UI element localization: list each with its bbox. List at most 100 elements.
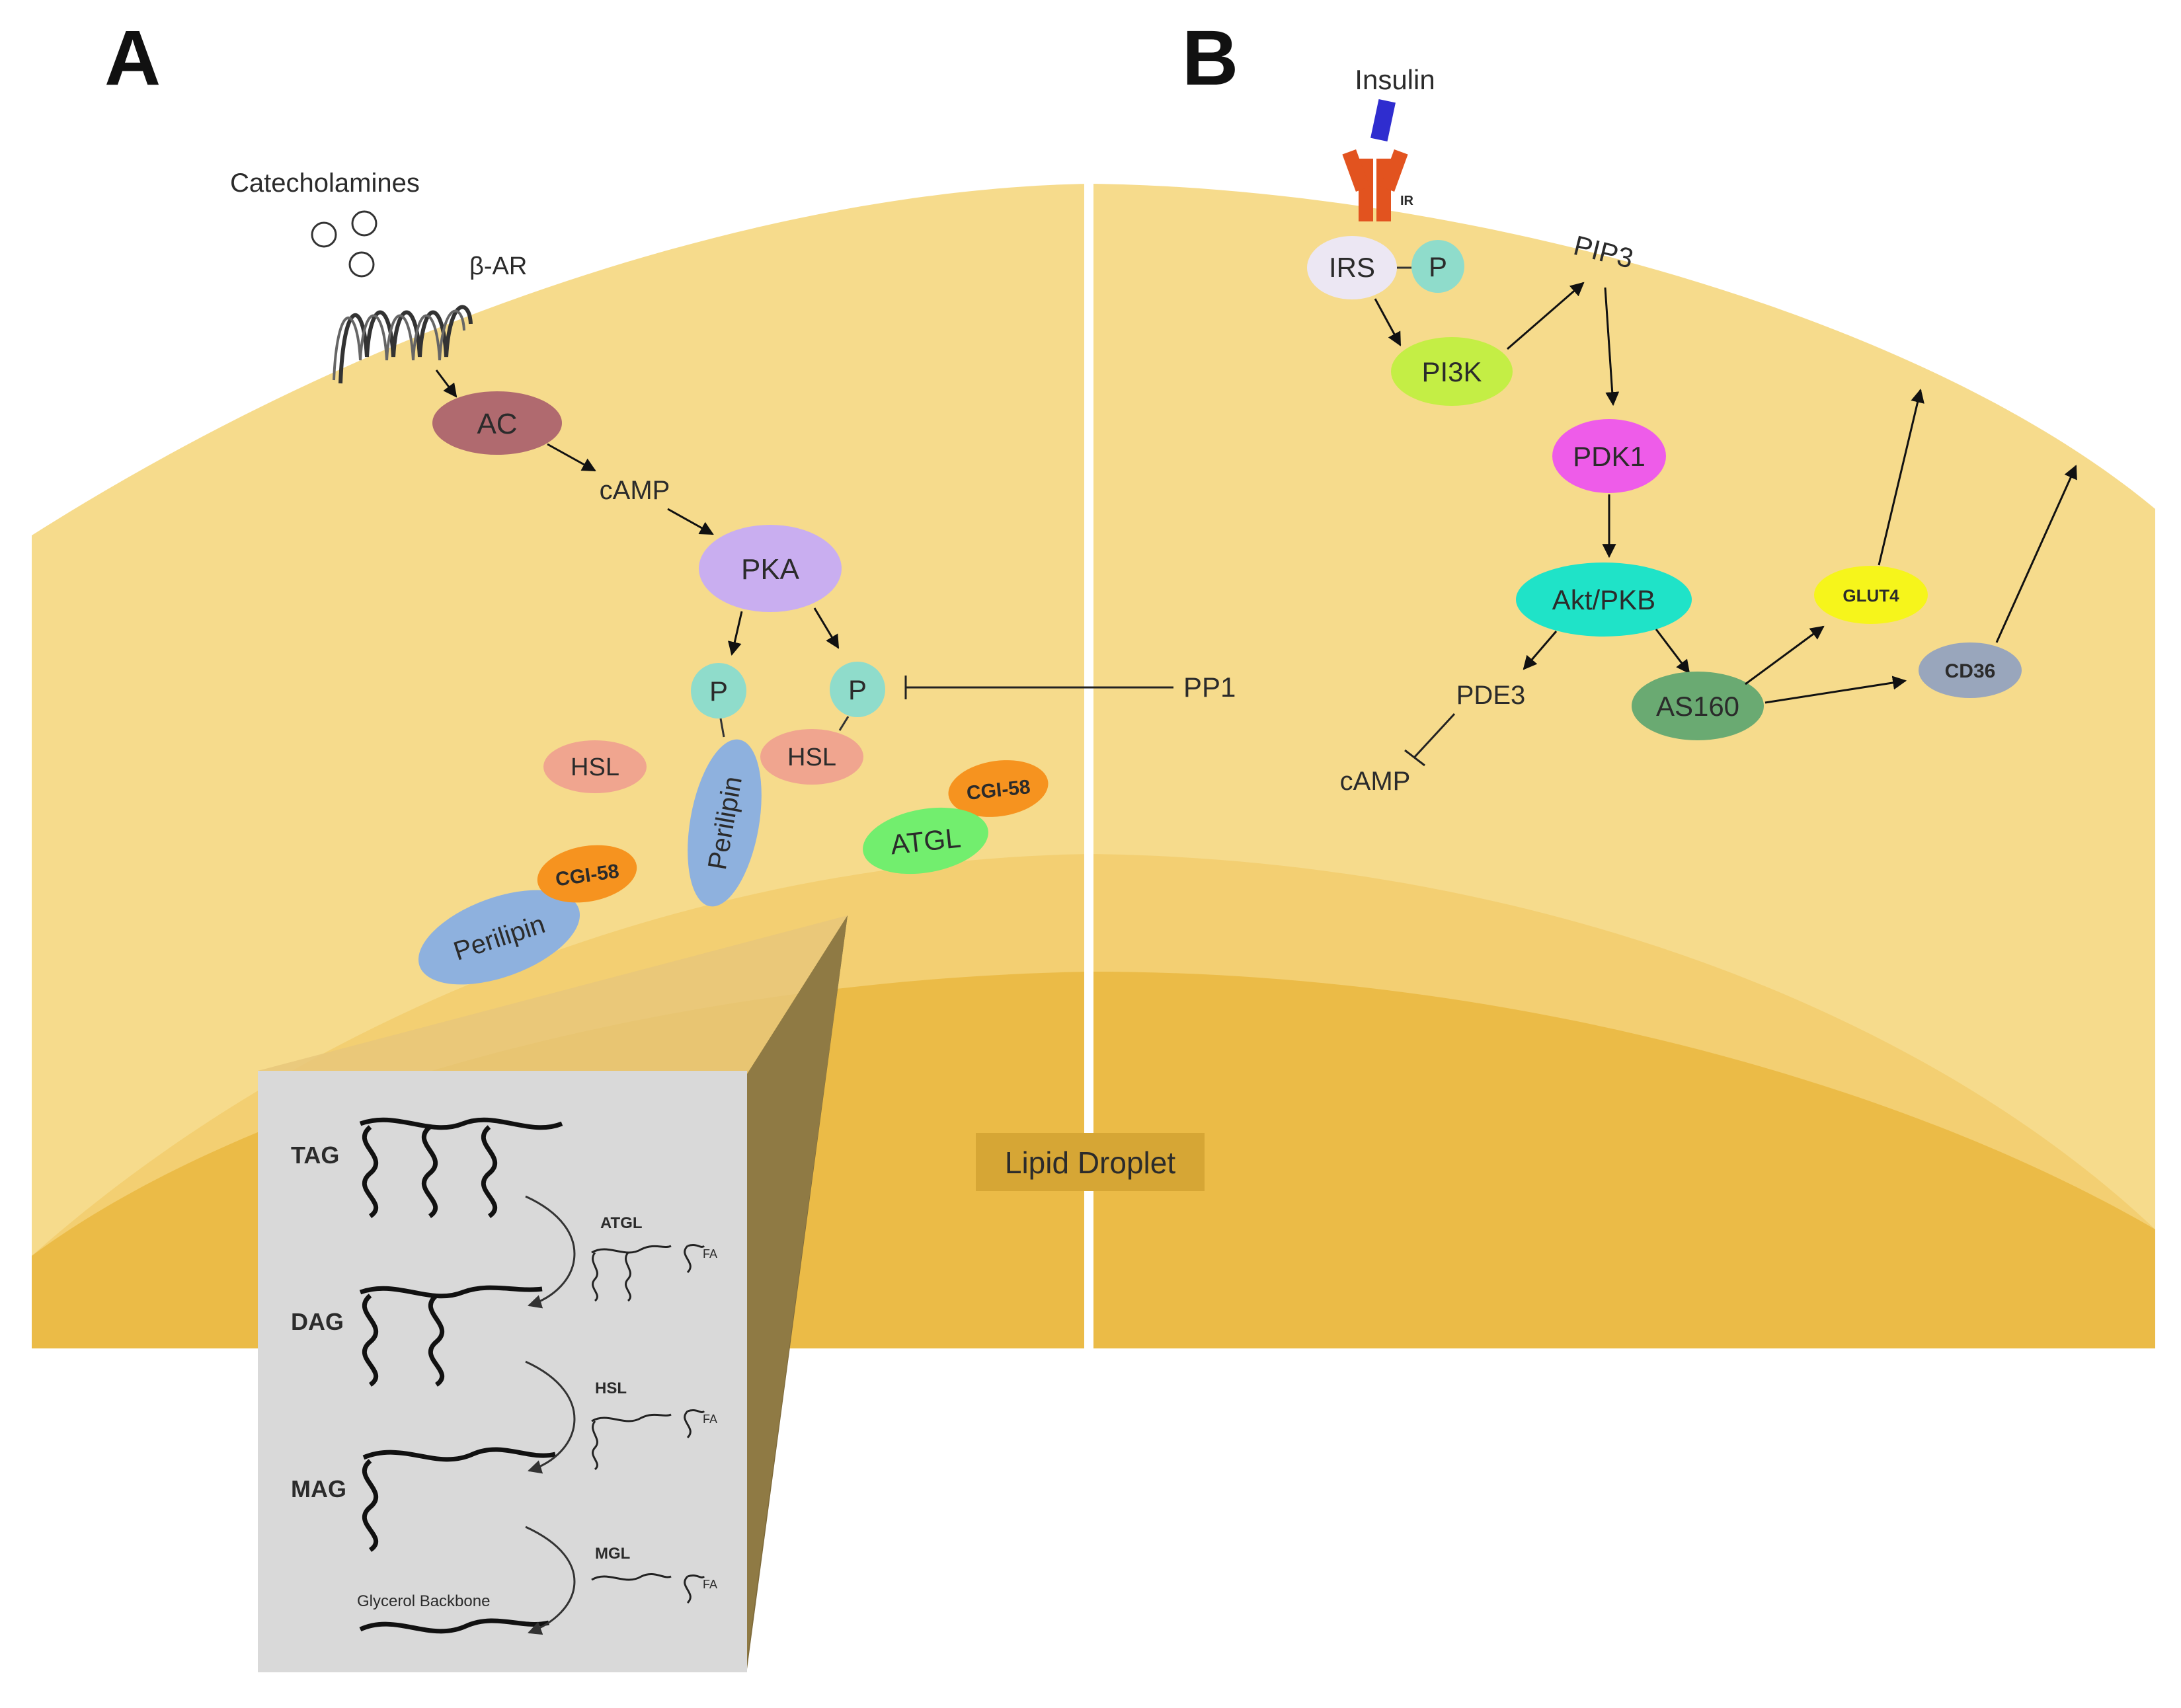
pde3-label: PDE3 xyxy=(1456,681,1526,710)
akt-label: Akt/PKB xyxy=(1552,584,1655,615)
catecholamines-label: Catecholamines xyxy=(230,169,420,198)
camp-label: cAMP xyxy=(600,476,670,505)
pde3-inhibition-bar xyxy=(1404,749,1425,767)
arrow-mag-glycerol xyxy=(525,1526,576,1635)
arrow-cd36-membrane xyxy=(1995,465,2077,643)
glut4-label: GLUT4 xyxy=(1843,586,1899,605)
panel-b: Insulin IR IRS P PI3K PIP3 PDK1 Akt/PKB … xyxy=(1307,64,2077,796)
ac-label: AC xyxy=(477,408,517,440)
panel-a: Catecholamines β-AR AC cAMP PKA P P PP1 … xyxy=(230,169,1236,985)
insulin-receptor-icon xyxy=(1342,149,1408,221)
hsl-label-free: HSL xyxy=(571,754,619,781)
p-perilipin-link xyxy=(719,718,725,738)
arrow-pip3-pdk1 xyxy=(1604,287,1620,407)
zoom-cone-light xyxy=(258,915,848,1074)
pdk1-label: PDK1 xyxy=(1573,441,1646,472)
as160-node xyxy=(1632,672,1764,740)
mgl-product xyxy=(591,1572,672,1581)
phospho-node-perilipin xyxy=(691,663,746,718)
atgl-node xyxy=(863,807,988,874)
panel-label-a: A xyxy=(104,15,161,102)
hsl-node-phospho xyxy=(760,729,863,785)
arrow-tag-dag xyxy=(525,1195,576,1309)
inset-hsl-label: HSL xyxy=(595,1379,627,1397)
mag-molecule xyxy=(362,1447,556,1552)
glycerol-molecule xyxy=(359,1618,549,1634)
ir-label: IR xyxy=(1400,194,1414,208)
arrow-bar-ac xyxy=(435,369,457,398)
arrow-pka-p2 xyxy=(813,607,840,649)
lipid-droplet-tag: Lipid Droplet xyxy=(976,1133,1205,1191)
atgl-product xyxy=(591,1245,672,1302)
beta-ar-receptor-icon-shadow xyxy=(333,309,465,381)
pi3k-node xyxy=(1391,337,1513,406)
fa-label-1: FA xyxy=(703,1247,717,1261)
insulin-molecule-icon xyxy=(1370,98,1396,142)
hsl-label-phospho: HSL xyxy=(787,744,836,771)
pde3-inhibition-line xyxy=(1413,713,1456,758)
phospho-node-hsl xyxy=(830,662,885,717)
fa-label-2: FA xyxy=(703,1413,717,1426)
arrow-ac-camp xyxy=(547,443,596,472)
panel-label-b: B xyxy=(1182,15,1238,102)
cgi58-node-right xyxy=(948,760,1049,817)
pp1-label: PP1 xyxy=(1183,672,1236,703)
pdk1-node xyxy=(1552,419,1666,493)
glycerol-label: Glycerol Backbone xyxy=(357,1592,490,1610)
arrow-camp-pka xyxy=(667,508,714,535)
pka-label: PKA xyxy=(741,553,800,586)
fa-fragment-2 xyxy=(684,1409,705,1439)
inset-mgl-label: MGL xyxy=(595,1545,630,1563)
cgi58-node-left xyxy=(537,845,637,903)
tag-molecule xyxy=(359,1117,563,1218)
beta-ar-label: β-AR xyxy=(469,252,527,280)
arrow-as160-cd36 xyxy=(1765,676,1907,704)
irs-phospho-node xyxy=(1411,240,1464,293)
dag-label: DAG xyxy=(291,1308,344,1335)
glut4-node xyxy=(1814,566,1928,624)
arrow-dag-mag xyxy=(525,1360,576,1474)
akt-node xyxy=(1516,563,1692,637)
mag-label: MAG xyxy=(291,1475,346,1502)
atgl-label: ATGL xyxy=(889,822,963,861)
as160-label: AS160 xyxy=(1656,691,1739,722)
arrow-akt-pde3 xyxy=(1523,631,1558,670)
irs-phospho-label: P xyxy=(1429,251,1447,282)
dag-molecule xyxy=(359,1285,543,1387)
arrow-irs-pi3k xyxy=(1374,298,1402,346)
irs-label: IRS xyxy=(1329,252,1375,283)
cd36-label: CD36 xyxy=(1945,660,1996,682)
perilipin-node-vertical xyxy=(688,739,762,907)
catecholamine-molecule xyxy=(351,210,377,237)
inset-box xyxy=(258,1071,747,1672)
irs-node xyxy=(1307,236,1397,299)
fa-fragment-3 xyxy=(684,1574,705,1604)
camp-label-b: cAMP xyxy=(1340,767,1411,796)
lipid-droplet-tag-bg xyxy=(976,1133,1205,1191)
tag-label: TAG xyxy=(291,1142,339,1169)
p-hsl-link xyxy=(838,716,850,731)
lipolysis-inset: TAG DAG MAG Glycerol Backbone ATGL HSL M… xyxy=(258,915,848,1672)
cd36-node xyxy=(1919,642,2022,698)
pi3k-label: PI3K xyxy=(1421,356,1482,387)
panel-divider xyxy=(1084,178,1093,1355)
arrow-pi3k-pip3 xyxy=(1507,282,1585,350)
hsl-node-free xyxy=(543,740,647,793)
arrow-glut4-membrane xyxy=(1878,388,1924,566)
lipid-droplet-label: Lipid Droplet xyxy=(1005,1145,1175,1180)
phospho-label-perilipin: P xyxy=(709,676,728,707)
insulin-label: Insulin xyxy=(1355,64,1435,95)
hsl-product xyxy=(591,1413,672,1471)
catecholamine-molecule xyxy=(348,251,375,278)
phospho-label-hsl: P xyxy=(848,674,867,705)
fa-label-3: FA xyxy=(703,1578,717,1591)
zoom-cone-side xyxy=(746,915,848,1669)
arrow-pka-p1 xyxy=(728,611,743,656)
fa-fragment-1 xyxy=(684,1244,705,1274)
arrow-as160-glut4 xyxy=(1745,625,1825,685)
inset-atgl-label: ATGL xyxy=(600,1214,643,1232)
ac-node xyxy=(432,391,562,455)
catecholamine-molecule xyxy=(311,221,337,248)
perilipin-node-droplet xyxy=(418,890,580,985)
